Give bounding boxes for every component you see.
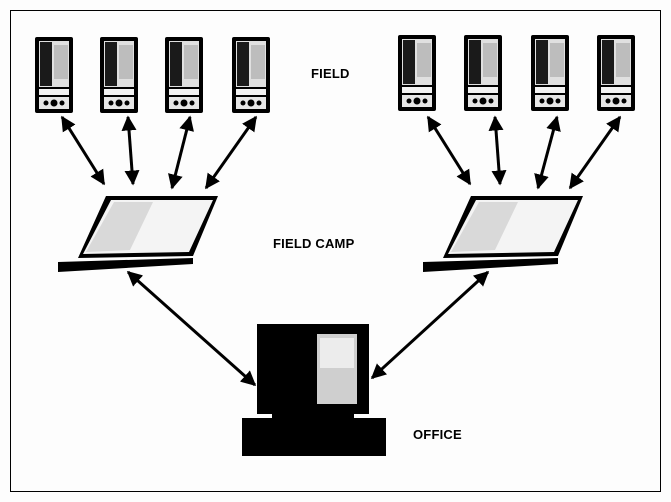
link-pda3-laptop-left [172, 117, 190, 188]
handheld-device-7 [531, 35, 569, 111]
desktop-computer [242, 324, 386, 456]
laptop-right [423, 196, 583, 272]
handheld-device-1 [35, 37, 73, 113]
link-pda8-laptop-right [570, 117, 620, 188]
field-label: FIELD [311, 66, 350, 81]
field-camp-label: FIELD CAMP [273, 236, 354, 251]
link-pda7-laptop-right [538, 117, 557, 188]
handheld-device-2 [100, 37, 138, 113]
handheld-device-3 [165, 37, 203, 113]
link-laptop-right-office [372, 272, 488, 378]
office-label: OFFICE [413, 427, 462, 442]
handheld-device-6 [464, 35, 502, 111]
link-pda2-laptop-left [128, 117, 133, 184]
link-pda6-laptop-right [495, 117, 500, 184]
handheld-device-4 [232, 37, 270, 113]
link-pda4-laptop-left [206, 117, 256, 188]
link-pda5-laptop-right [428, 117, 470, 184]
link-pda1-laptop-left [62, 117, 104, 184]
link-laptop-left-office [128, 272, 255, 385]
handheld-device-8 [597, 35, 635, 111]
handheld-device-5 [398, 35, 436, 111]
laptop-left [58, 196, 218, 272]
